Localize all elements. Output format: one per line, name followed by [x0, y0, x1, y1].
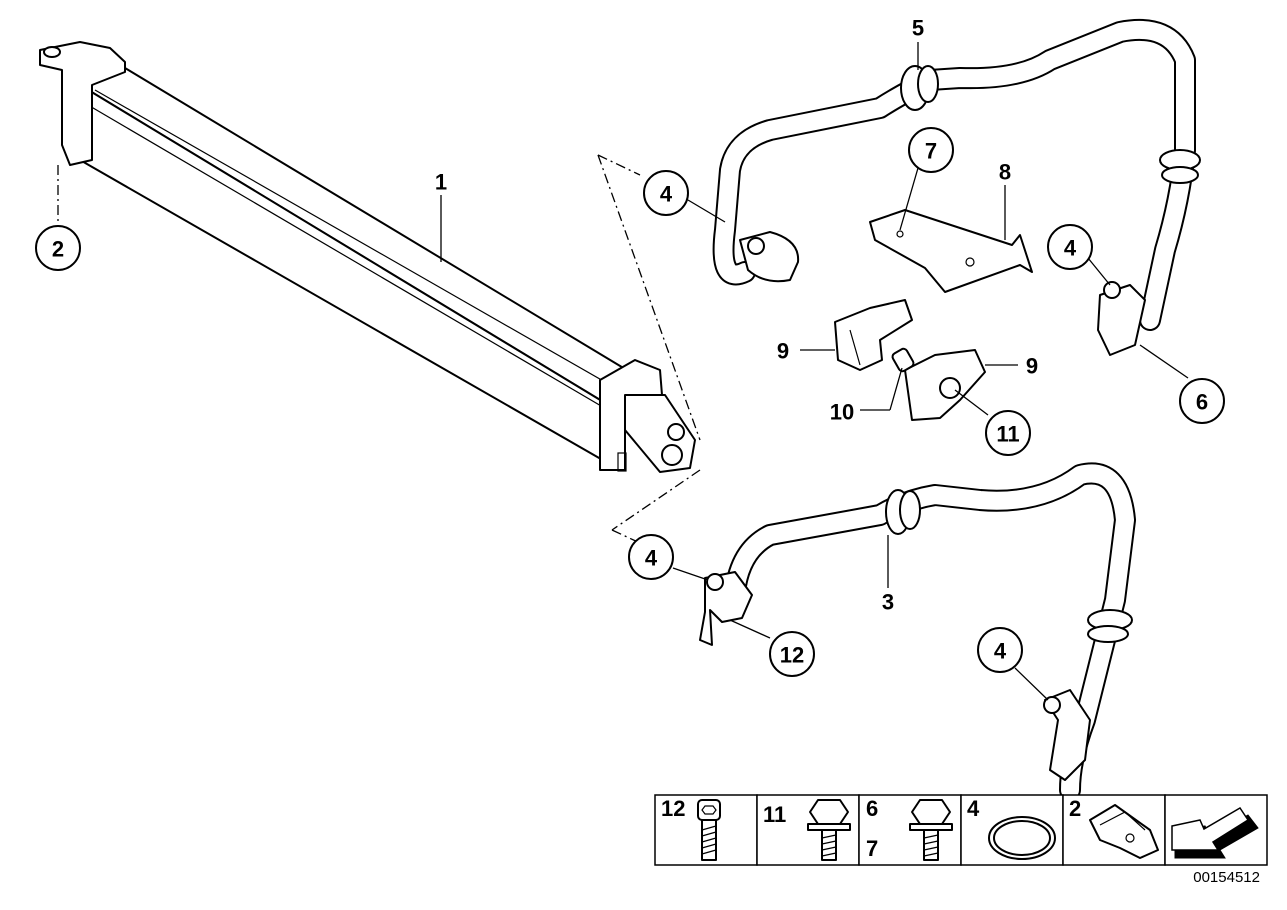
callout-6-circle [1179, 378, 1225, 424]
document-number: 00154512 [1193, 869, 1260, 886]
callout-7: 7 [925, 139, 937, 164]
cap-screw-icon [697, 799, 721, 861]
hex-bolt-icon [807, 799, 851, 861]
arrow-icon [1171, 806, 1259, 859]
callout-5: 5 [912, 16, 924, 41]
callout-7-circle [908, 127, 954, 173]
upper-hose-part [712, 18, 1201, 356]
callout-11: 11 [996, 422, 1019, 447]
callout-2: 2 [52, 237, 64, 262]
callout-4c: 4 [645, 546, 658, 571]
callout-12-circle [769, 631, 815, 677]
leader-lines [440, 42, 1189, 701]
legend-label-6: 6 [866, 796, 878, 821]
callout-6: 6 [1196, 390, 1208, 415]
legend-strip: 12 11 6 7 [654, 794, 1268, 866]
callout-4c-circle [628, 534, 674, 580]
assembly-lines [597, 154, 701, 544]
callout-9a: 9 [777, 339, 789, 364]
legend-label-12: 12 [661, 796, 685, 821]
callouts: 1 2 4 5 7 8 4 6 9 9 10 11 4 3 12 4 [35, 16, 1225, 677]
callout-1: 1 [435, 170, 447, 195]
callout-4a: 4 [660, 182, 673, 207]
legend-label-11: 11 [763, 802, 786, 827]
callout-11-circle [985, 410, 1031, 456]
oil-cooler-part [39, 41, 696, 473]
callout-4b-circle [1047, 224, 1093, 270]
clip-nut-icon [1089, 804, 1159, 859]
callout-8: 8 [999, 160, 1011, 185]
clip-parts [834, 299, 986, 421]
callout-12: 12 [780, 643, 804, 668]
bracket-part [869, 209, 1033, 293]
o-ring-icon [988, 816, 1056, 860]
legend-label-7: 7 [866, 836, 878, 861]
hex-bolt-icon [909, 799, 953, 861]
callout-10: 10 [830, 400, 854, 425]
callout-4b: 4 [1064, 236, 1077, 261]
legend-label-2: 2 [1069, 796, 1081, 821]
lower-hose-part [699, 462, 1136, 801]
callout-9b: 9 [1026, 354, 1038, 379]
callout-2-circle [35, 225, 81, 271]
callout-3: 3 [882, 590, 894, 615]
callout-4d: 4 [994, 639, 1007, 664]
callout-4a-circle [643, 170, 689, 216]
callout-4d-circle [977, 627, 1023, 673]
legend-label-4: 4 [967, 796, 980, 821]
